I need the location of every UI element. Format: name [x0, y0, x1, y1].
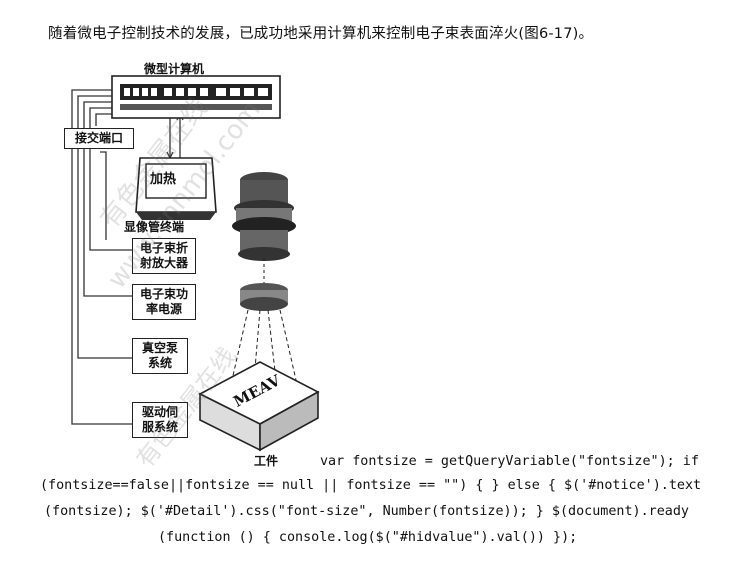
vacuum-pump-line2: 系统	[147, 356, 172, 370]
computer-keys	[124, 88, 268, 96]
power-supply-box: 电子束功 率电源	[132, 284, 196, 320]
deflection-amplifier-line1: 电子束折	[139, 241, 188, 255]
interface-port-label: 接交端口	[74, 131, 123, 145]
intro-paragraph: 随着微电子控制技术的发展，已成功地采用计算机来控制电子束表面淬火(图6-17)。	[48, 26, 594, 42]
servo-system-box: 驱动伺 服系统	[132, 402, 188, 438]
code-line-1: var fontsize = getQueryVariable("fontsiz…	[320, 454, 699, 469]
vacuum-pump-line1: 真空泵	[141, 341, 178, 355]
code-line-4: (function () { console.log($("#hidvalue"…	[158, 530, 578, 545]
system-diagram	[71, 75, 320, 452]
terminal-base	[136, 212, 216, 220]
power-supply-line2: 率电源	[145, 302, 182, 316]
code-line-3: (fontsize); $('#Detail').css("font-size"…	[44, 504, 689, 519]
workpiece-block	[198, 361, 320, 452]
servo-system-line1: 驱动伺	[141, 405, 178, 419]
terminal-label: 显像管终端	[124, 220, 185, 234]
code-line-2: (fontsize==false||fontsize == null || fo…	[40, 478, 702, 493]
power-supply-line1: 电子束功	[139, 287, 188, 301]
deflection-amplifier-line2: 射放大器	[139, 256, 188, 270]
servo-system-line2: 服系统	[141, 420, 178, 434]
workpiece-label: 工件	[254, 454, 279, 468]
electron-gun	[232, 172, 296, 311]
vacuum-pump-box: 真空泵 系统	[132, 338, 188, 374]
figure-electron-beam-system: 微型计算机 接交端口 加热 显像管终端 电子束折 射放大器 电子束功 率电源 真…	[64, 62, 324, 473]
computer-keyboard-strip	[120, 104, 272, 110]
heat-label: 加热	[150, 172, 177, 187]
terminal-screen	[145, 163, 207, 199]
interface-port-box: 接交端口	[64, 128, 134, 149]
deflection-amplifier-box: 电子束折 射放大器	[132, 238, 196, 274]
computer-label: 微型计算机	[144, 62, 205, 76]
